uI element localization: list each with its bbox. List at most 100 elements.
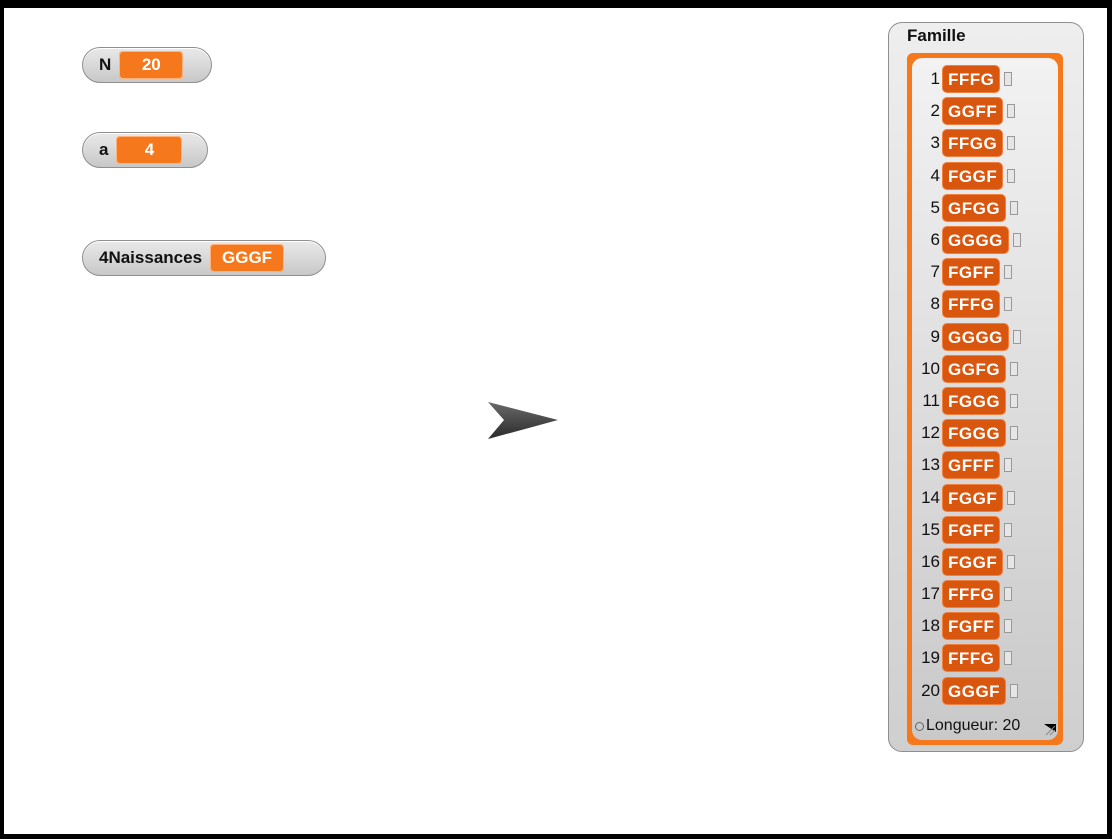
list-item-value[interactable]: GGFG <box>942 354 1007 383</box>
cell-handle-icon[interactable] <box>1007 136 1016 151</box>
list-item-index: 1 <box>930 69 940 89</box>
list-item-index: 19 <box>921 648 940 668</box>
cell-handle-icon[interactable] <box>1010 393 1019 408</box>
cell-handle-icon[interactable] <box>1004 651 1013 666</box>
list-item-value[interactable]: GGFF <box>942 97 1004 126</box>
watcher-4naissances-label: 4Naissances <box>99 248 203 267</box>
list-item-value[interactable]: FGGF <box>942 161 1004 190</box>
list-item-index: 4 <box>930 165 940 185</box>
watcher-a-value: 4 <box>116 136 183 164</box>
list-item-value[interactable]: FGFF <box>942 515 1001 544</box>
cell-handle-icon[interactable] <box>1007 490 1016 505</box>
list-item-value[interactable]: FGGG <box>942 386 1007 415</box>
list-item-index: 20 <box>921 680 940 700</box>
list-item-index: 6 <box>930 230 940 250</box>
list-item-index: 14 <box>921 487 940 507</box>
watcher-n[interactable]: N 20 <box>82 47 212 83</box>
cell-handle-icon[interactable] <box>1004 265 1013 280</box>
cell-handle-icon[interactable] <box>1004 72 1013 87</box>
cell-handle-icon[interactable] <box>1004 458 1013 473</box>
watcher-a[interactable]: a 4 <box>82 132 208 168</box>
plus-icon[interactable] <box>915 721 924 731</box>
list-item-index: 10 <box>921 358 940 378</box>
list-item-value[interactable]: FFFG <box>942 65 1001 94</box>
list-item-value[interactable]: FGFF <box>942 612 1001 641</box>
list-item-value[interactable]: GGGG <box>942 322 1009 351</box>
cell-handle-icon[interactable] <box>1010 426 1019 441</box>
cell-handle-icon[interactable] <box>1004 587 1013 602</box>
cell-handle-icon[interactable] <box>1007 104 1016 119</box>
list-item-value[interactable]: GFGG <box>942 193 1007 222</box>
cell-handle-icon[interactable] <box>1012 233 1021 248</box>
cell-handle-icon[interactable] <box>1010 361 1019 376</box>
list-item-index: 18 <box>921 616 940 636</box>
arrow-sprite-icon[interactable] <box>488 400 560 442</box>
cell-handle-icon[interactable] <box>1007 168 1016 183</box>
list-item-value[interactable]: FGGF <box>942 483 1004 512</box>
cell-handle-icon[interactable] <box>1004 297 1013 312</box>
list-item-value[interactable]: FFFG <box>942 290 1001 319</box>
list-item-index: 9 <box>930 326 940 346</box>
list-item-index: 13 <box>921 455 940 475</box>
list-item-index: 3 <box>930 133 940 153</box>
watcher-n-label: N <box>99 55 112 74</box>
list-item-index: 7 <box>930 262 940 282</box>
cell-handle-icon[interactable] <box>1004 522 1013 537</box>
list-item-value[interactable]: FFGG <box>942 129 1004 158</box>
watcher-n-value: 20 <box>119 51 184 79</box>
list-item-value[interactable]: FFFG <box>942 644 1001 673</box>
list-item-value[interactable]: GGGG <box>942 226 1009 255</box>
list-item-index: 12 <box>921 423 940 443</box>
list-item-value[interactable]: GFFF <box>942 451 1001 480</box>
watcher-a-label: a <box>99 140 109 159</box>
list-item-value[interactable]: FGGF <box>942 547 1004 576</box>
cell-handle-icon[interactable] <box>1010 200 1019 215</box>
list-item-index: 17 <box>921 584 940 604</box>
list-item-index: 2 <box>930 101 940 121</box>
list-item-index: 15 <box>921 519 940 539</box>
cell-handle-icon[interactable] <box>1007 554 1016 569</box>
list-item-value[interactable]: FGGG <box>942 419 1007 448</box>
list-item-index: 8 <box>930 294 940 314</box>
cell-handle-icon[interactable] <box>1012 329 1021 344</box>
list-item-index: 11 <box>922 390 940 410</box>
watcher-4naissances[interactable]: 4Naissances GGGF <box>82 240 326 276</box>
list-footer: Longueur: 20 <box>912 716 1058 736</box>
list-title: Famille <box>907 26 966 45</box>
resize-handle-icon[interactable] <box>1042 722 1056 736</box>
cell-handle-icon[interactable] <box>1004 619 1013 634</box>
list-item-value[interactable]: FFFG <box>942 580 1001 609</box>
list-item-value[interactable]: GGGF <box>942 676 1007 705</box>
list-item-index: 5 <box>930 197 940 217</box>
cell-handle-icon[interactable] <box>1010 683 1019 698</box>
list-item-value[interactable]: FGFF <box>942 258 1001 287</box>
watcher-4naissances-value: GGGF <box>210 244 285 272</box>
list-length: Longueur: 20 <box>926 717 1021 734</box>
list-item-index: 16 <box>921 551 940 571</box>
